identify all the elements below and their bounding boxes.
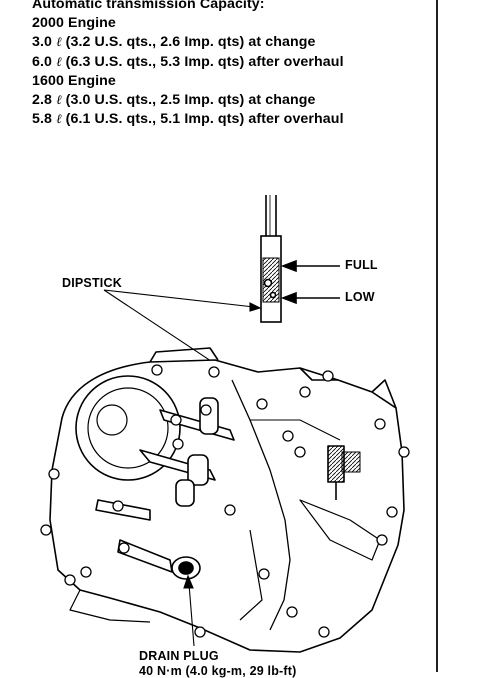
- engine-1600-after-overhaul: 5.8 ℓ (6.1 U.S. qts., 5.1 Imp. qts) afte…: [32, 110, 432, 129]
- transmission-illustration: [40, 195, 410, 653]
- dipstick-label: DIPSTICK: [62, 276, 122, 290]
- full-label: FULL: [345, 258, 378, 272]
- drain-plug-label: DRAIN PLUG: [139, 649, 219, 663]
- full-arrow: [280, 259, 340, 273]
- dipstick-drawing: [260, 195, 282, 323]
- litre-symbol: ℓ: [56, 93, 62, 109]
- value: 5.8: [32, 111, 53, 128]
- litre-symbol: ℓ: [56, 35, 62, 51]
- engine-1600-label: 1600 Engine: [32, 72, 116, 89]
- transmission-housing: [49, 347, 405, 653]
- drain-plug-leader: [183, 574, 195, 647]
- detail: (3.2 U.S. qts., 2.6 Imp. qts) at change: [61, 34, 316, 51]
- capacity-title: Automatic transmission Capacity:: [32, 0, 265, 12]
- housing-bolts: [40, 364, 410, 638]
- value: 6.0: [32, 53, 53, 70]
- detail: (3.0 U.S. qts., 2.5 Imp. qts) at change: [61, 92, 316, 109]
- page-border: [436, 0, 438, 672]
- drain-plug-torque: 40 N·m (4.0 kg-m, 29 lb-ft): [139, 664, 297, 678]
- litre-symbol: ℓ: [56, 54, 62, 70]
- detail: (6.1 U.S. qts., 5.1 Imp. qts) after over…: [61, 111, 344, 128]
- low-arrow: [280, 291, 340, 305]
- value: 3.0: [32, 34, 53, 51]
- value: 2.8: [32, 92, 53, 109]
- engine-2000-at-change: 3.0 ℓ (3.2 U.S. qts., 2.6 Imp. qts) at c…: [32, 33, 432, 52]
- litre-symbol: ℓ: [56, 112, 62, 128]
- engine-2000-label: 2000 Engine: [32, 15, 116, 32]
- engine-2000-after-overhaul: 6.0 ℓ (6.3 U.S. qts., 5.3 Imp. qts) afte…: [32, 53, 432, 72]
- capacity-spec: Automatic transmission Capacity: 2000 En…: [32, 0, 432, 129]
- engine-1600-at-change: 2.8 ℓ (3.0 U.S. qts., 2.5 Imp. qts) at c…: [32, 91, 432, 110]
- detail: (6.3 U.S. qts., 5.3 Imp. qts) after over…: [61, 53, 344, 70]
- low-label: LOW: [345, 290, 375, 304]
